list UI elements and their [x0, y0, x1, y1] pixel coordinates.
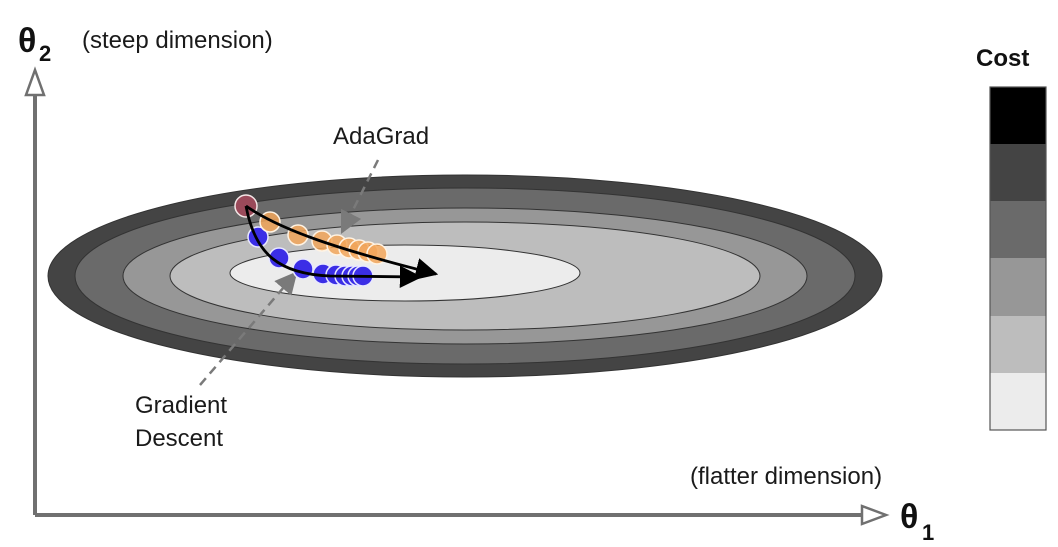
x-axis-arrowhead	[860, 504, 890, 526]
y-axis-caption: (steep dimension)	[82, 27, 273, 54]
gradient-descent-path-arrow	[244, 205, 423, 288]
adagrad-pointer	[340, 159, 380, 235]
colorbar-frame	[989, 86, 1047, 431]
adagrad-path-arrow	[245, 204, 439, 280]
colorbar-level	[990, 87, 1046, 144]
colorbar-level	[990, 316, 1046, 373]
cost-contours	[47, 174, 883, 378]
axes	[24, 66, 890, 526]
colorbar	[989, 86, 1047, 431]
y-axis-symbol: θ	[18, 22, 36, 60]
x-axis-caption: (flatter dimension)	[690, 463, 882, 490]
y-axis-subscript: 2	[39, 41, 51, 66]
colorbar-level	[990, 258, 1046, 316]
gd-step-point	[292, 258, 314, 280]
gradient-descent-pointer	[199, 271, 298, 386]
gradient-descent-label-line1: Gradient	[135, 392, 227, 419]
colorbar-title: Cost	[976, 45, 1029, 72]
gd-step-point	[268, 247, 290, 269]
colorbar-level	[990, 201, 1046, 258]
gradient-descent-label-line2: Descent	[135, 425, 223, 452]
colorbar-level	[990, 373, 1046, 430]
y-axis-arrowhead	[24, 66, 46, 97]
adagrad-label: AdaGrad	[333, 123, 429, 150]
x-axis-subscript: 1	[922, 520, 934, 545]
x-axis-symbol: θ	[900, 498, 918, 536]
colorbar-level	[990, 144, 1046, 201]
